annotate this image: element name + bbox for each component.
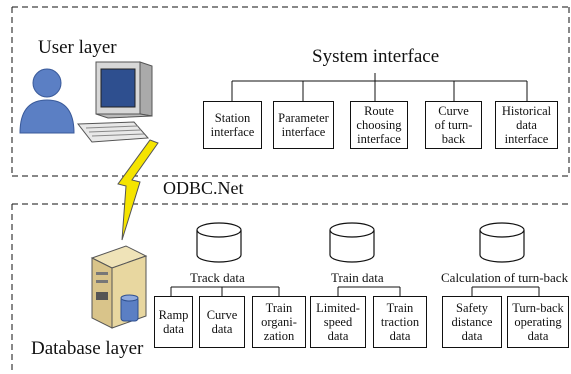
parameter-interface-label: Parameter interface (278, 111, 329, 139)
track-data-title: Track data (190, 270, 245, 285)
user-icon (19, 68, 75, 134)
turn-back-operating-data-label: Turn-back operating data (512, 301, 564, 343)
safety-distance-data-label: Safety distance data (451, 301, 493, 343)
historical-data-interface-box: Historical data interface (495, 101, 558, 149)
station-interface-box: Station interface (203, 101, 262, 149)
turn-back-operating-data-box: Turn-back operating data (507, 296, 569, 348)
train-data-tree (337, 286, 401, 296)
user-layer-title: User layer (38, 37, 117, 58)
train-organization-box: Train organi- zation (252, 296, 306, 348)
ramp-data-box: Ramp data (154, 296, 193, 348)
train-organization-label: Train organi- zation (261, 301, 297, 343)
curve-data-box: Curve data (199, 296, 245, 348)
system-interface-tree (231, 73, 528, 101)
route-choosing-interface-label: Route choosing interface (356, 104, 402, 146)
ramp-data-label: Ramp data (158, 308, 189, 336)
safety-distance-data-box: Safety distance data (442, 296, 502, 348)
station-interface-label: Station interface (210, 111, 255, 139)
train-traction-data-box: Train traction data (373, 296, 427, 348)
route-choosing-interface-box: Route choosing interface (350, 101, 408, 149)
limited-speed-data-label: Limited- speed data (316, 301, 360, 343)
calculation-tree (471, 286, 540, 296)
database-icon (196, 222, 242, 263)
curve-of-turn-back-box: Curve of turn- back (425, 101, 482, 149)
database-icon (479, 222, 525, 263)
curve-of-turn-back-label: Curve of turn- back (434, 104, 473, 146)
lightning-icon (117, 139, 159, 241)
database-layer-title: Database layer (31, 338, 144, 359)
train-data-title: Train data (331, 270, 384, 285)
parameter-interface-box: Parameter interface (273, 101, 334, 149)
user-layer-frame (11, 6, 570, 177)
limited-speed-data-box: Limited- speed data (310, 296, 366, 348)
historical-data-interface-label: Historical data interface (501, 104, 552, 146)
database-layer-frame (11, 203, 569, 370)
database-icon (329, 222, 375, 263)
calculation-of-turn-back-title: Calculation of turn-back (441, 270, 569, 285)
track-data-tree (170, 286, 280, 296)
system-interface-title: System interface (312, 46, 440, 67)
train-traction-data-label: Train traction data (380, 301, 420, 343)
odbc-label: ODBC.Net (163, 178, 244, 198)
computer-icon (77, 61, 153, 143)
server-icon (90, 245, 148, 329)
curve-data-label: Curve data (206, 308, 238, 336)
